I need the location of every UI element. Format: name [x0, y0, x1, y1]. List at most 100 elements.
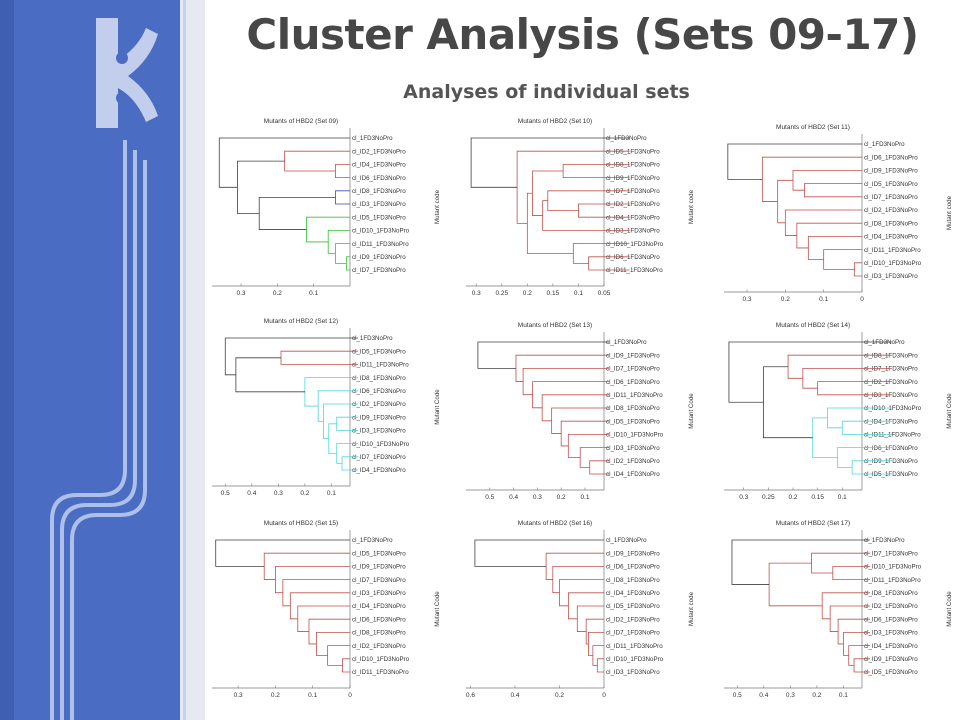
x-tick-label: 0.25 [495, 290, 508, 297]
y-axis-label: Mutant code [688, 591, 695, 626]
dendrogram-link [567, 434, 609, 458]
leaf-label: cl_ID3_1FD3NoPro [352, 428, 406, 435]
leaf-label: cl_ID9_1FD3NoPro [352, 414, 406, 421]
x-tick-label: 0.15 [547, 290, 560, 297]
x-tick-label: 0.2 [523, 290, 532, 297]
x-tick-label: 0.1 [580, 494, 589, 501]
leaf-label: cl_1FD3NoPro [352, 537, 393, 544]
leaf-label: cl_ID9_1FD3NoPro [352, 254, 406, 261]
sidebar-decoration [0, 0, 205, 720]
x-tick-label: 0.5 [221, 490, 230, 497]
leaf-label: cl_ID8_1FD3NoPro [352, 630, 406, 637]
leaf-label: cl_ID2_1FD3NoPro [606, 616, 660, 623]
leaf-label: cl_ID3_1FD3NoPro [606, 445, 660, 452]
x-tick-label: 0.5 [485, 494, 494, 501]
dendrogram-link [327, 230, 350, 254]
leaf-label: cl_ID6_1FD3NoPro [606, 564, 660, 571]
leaf-label: cl_ID7_1FD3NoPro [606, 630, 660, 637]
leaf-label: cl_ID10_1FD3NoPro [606, 241, 664, 248]
x-tick-label: 0.3 [739, 494, 748, 501]
leaf-label: cl_ID2_1FD3NoPro [864, 379, 918, 386]
leaf-label: cl_ID10_1FD3NoPro [352, 656, 410, 663]
chart-title: Mutants of HBD2 (Set 17) [776, 520, 850, 527]
x-tick-label: 0.2 [271, 692, 280, 699]
dendrogram-link [335, 243, 350, 264]
leaf-label: cl_ID2_1FD3NoPro [606, 201, 660, 208]
leaf-label: cl_ID4_1FD3NoPro [352, 162, 406, 169]
leaf-label: cl_ID2_1FD3NoPro [352, 401, 406, 408]
leaf-label: cl_ID8_1FD3NoPro [864, 590, 918, 597]
dendrogram-link [235, 357, 305, 393]
leaf-label: cl_ID3_1FD3NoPro [864, 392, 918, 399]
dendrogram-link [576, 605, 604, 632]
leaf-label: cl_1FD3NoPro [606, 537, 647, 544]
leaf-label: cl_ID4_1FD3NoPro [606, 214, 660, 221]
leaf-label: cl_ID9_1FD3NoPro [606, 550, 660, 557]
leaf-label: cl_ID5_1FD3NoPro [352, 550, 406, 557]
leaf-label: cl_ID6_1FD3NoPro [606, 254, 660, 261]
dendrogram-link [335, 190, 350, 205]
x-tick-label: 0.4 [247, 490, 256, 497]
leaf-label: cl_ID5_1FD3NoPro [606, 418, 660, 425]
dendrogram-link [768, 562, 823, 607]
x-tick-label: 0.2 [557, 494, 566, 501]
y-axis-label: Mutant Code [946, 591, 953, 627]
x-tick-label: 0.3 [533, 494, 542, 501]
dendrogram-link [316, 632, 350, 656]
dendrogram-link [327, 645, 350, 666]
dendrogram-link [215, 539, 350, 567]
decorative-sidebar [0, 0, 205, 720]
dendrogram-link [812, 417, 838, 458]
dendrogram-link [823, 249, 862, 270]
leaf-label: cl_ID2_1FD3NoPro [352, 643, 406, 650]
leaf-label: cl_ID11_1FD3NoPro [606, 392, 663, 399]
dendrogram-link [526, 192, 574, 254]
leaf-label: cl_ID4_1FD3NoPro [606, 590, 660, 597]
dendrogram-link [578, 203, 630, 218]
x-tick-label: 0.1 [819, 296, 828, 303]
dendrogram-link [792, 170, 862, 191]
leaf-label: cl_ID6_1FD3NoPro [864, 154, 918, 161]
leaf-label: cl_ID4_1FD3NoPro [864, 643, 918, 650]
leaf-label: cl_ID7_1FD3NoPro [352, 577, 406, 584]
leaf-label: cl_ID7_1FD3NoPro [864, 366, 918, 373]
dendrogram-link [853, 262, 862, 277]
dendrogram-link [542, 200, 630, 231]
chart-title: Mutants of HBD2 (Set 10) [518, 118, 592, 125]
x-tick-label: 0.25 [762, 494, 775, 501]
x-tick-label: 0.6 [466, 692, 475, 699]
dendrogram-link [821, 592, 870, 620]
leaf-label: cl_1FD3NoPro [606, 135, 647, 142]
dendrogram-link [552, 566, 604, 594]
leaf-label: cl_ID11_1FD3NoPro [864, 432, 921, 439]
leaf-label: cl_ID2_1FD3NoPro [864, 603, 918, 610]
x-tick-label: 0.1 [839, 692, 848, 699]
x-tick-label: 0.1 [308, 692, 317, 699]
x-tick-label: 0.3 [234, 692, 243, 699]
dendrogram-link [323, 403, 358, 440]
leaf-label: cl_ID10_1FD3NoPro [864, 564, 922, 571]
dendrogram-link [280, 350, 358, 365]
y-axis-label: Mutant Code [946, 393, 953, 429]
leaf-label: cl_ID5_1FD3NoPro [352, 214, 406, 221]
dendrogram-link [289, 592, 350, 620]
x-tick-label: 0.2 [812, 692, 821, 699]
dendrogram-link [592, 645, 604, 666]
leaf-label: cl_ID8_1FD3NoPro [864, 220, 918, 227]
dendrogram-link [811, 552, 870, 574]
dendrogram-link [470, 137, 630, 188]
leaf-label: cl_ID11_1FD3NoPro [352, 362, 409, 369]
leaf-label: cl_ID10_1FD3NoPro [352, 228, 410, 235]
y-axis-label: Mutant code [688, 189, 695, 224]
dendrogram-link [579, 447, 609, 468]
leaf-label: cl_ID3_1FD3NoPro [606, 669, 660, 676]
leaf-label: cl_ID7_1FD3NoPro [864, 194, 918, 201]
